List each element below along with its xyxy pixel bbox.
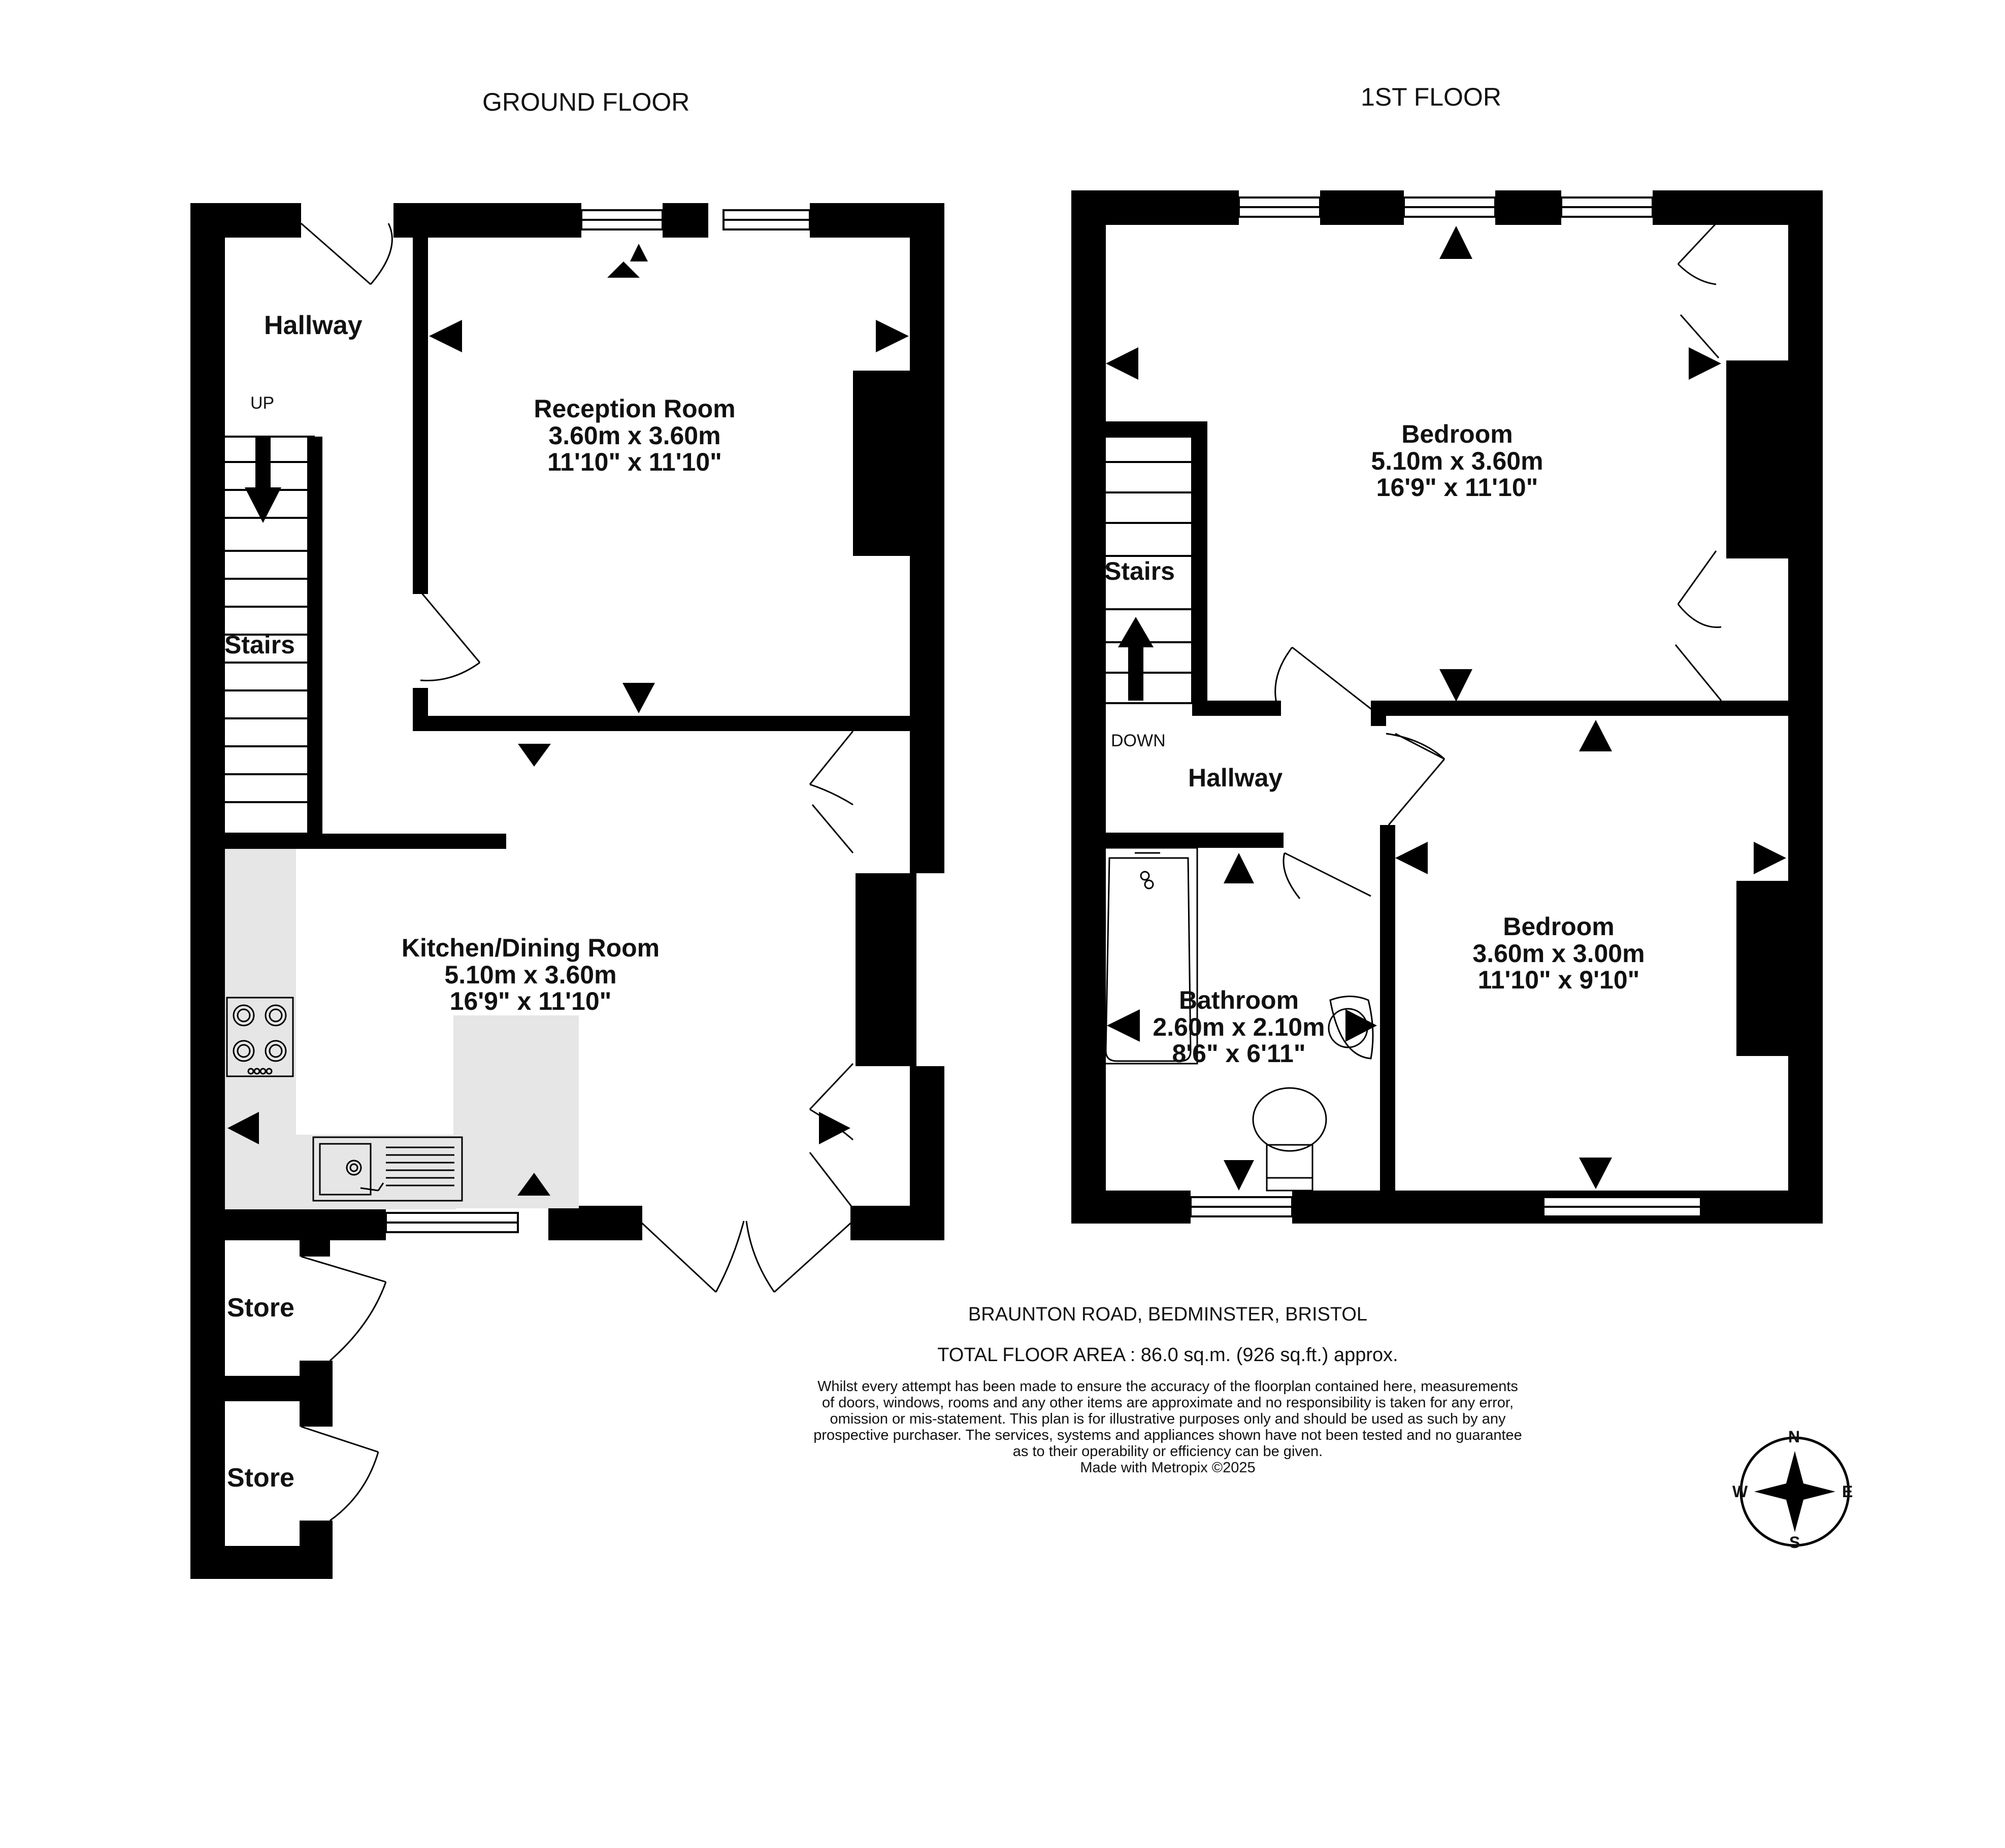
- first-stairs: [1091, 436, 1193, 704]
- property-address: BRAUNTON ROAD, BEDMINSTER, BRISTOL: [968, 1304, 1368, 1325]
- ground-stairs-label: Stairs: [224, 631, 295, 659]
- disclaimer-line-2: of doors, windows, rooms and any other i…: [821, 1395, 1514, 1411]
- ground-stairs-arrow: [245, 437, 281, 523]
- kitchen-worktops: [225, 849, 579, 1209]
- reception-room-name: Reception Room: [534, 394, 736, 423]
- up-label: UP: [250, 393, 275, 413]
- kitchen-dining-imperial: 16'9" x 11'10": [449, 987, 612, 1015]
- store-1-label: Store: [227, 1293, 294, 1323]
- windows: [385, 196, 1702, 1233]
- bedroom-2-imperial: 11'10" x 9'10": [1477, 966, 1640, 994]
- compass-south: S: [1789, 1533, 1800, 1552]
- bathroom-imperial: 8'6" x 6'11": [1172, 1039, 1306, 1068]
- made-with-credit: Made with Metropix ©2025: [1080, 1460, 1256, 1476]
- compass-east: E: [1842, 1482, 1853, 1501]
- compass-rose: [1739, 1436, 1850, 1547]
- bedroom-1-name: Bedroom: [1401, 420, 1513, 448]
- disclaimer-line-4: prospective purchaser. The services, sys…: [813, 1427, 1522, 1443]
- disclaimer-line-1: Whilst every attempt has been made to en…: [817, 1378, 1518, 1395]
- total-floor-area: TOTAL FLOOR AREA : 86.0 sq.m. (926 sq.ft…: [937, 1344, 1398, 1366]
- down-label: DOWN: [1111, 731, 1166, 750]
- compass-north: N: [1788, 1428, 1800, 1446]
- kitchen-dining-name: Kitchen/Dining Room: [401, 934, 660, 962]
- compass-west: W: [1732, 1482, 1748, 1501]
- hob: [226, 997, 294, 1077]
- bathroom-name: Bathroom: [1178, 986, 1299, 1014]
- first-hallway-label: Hallway: [1188, 764, 1283, 792]
- first-stairs-arrow: [1118, 617, 1154, 701]
- kitchen-dining-metric: 5.10m x 3.60m: [444, 961, 617, 989]
- first-stairs-label: Stairs: [1104, 557, 1175, 585]
- sink: [312, 1136, 463, 1202]
- dimension-markers: [227, 226, 1786, 1196]
- disclaimer-line-3: omission or mis-statement. This plan is …: [830, 1411, 1506, 1427]
- bathroom-metric: 2.60m x 2.10m: [1153, 1013, 1325, 1041]
- bedroom-2-name: Bedroom: [1503, 912, 1615, 941]
- toilet: [1252, 1087, 1327, 1192]
- ground-hallway-label: Hallway: [264, 311, 363, 340]
- reception-room-metric: 3.60m x 3.60m: [548, 421, 721, 450]
- ground-floor-title: GROUND FLOOR: [482, 88, 690, 116]
- bath: [1097, 847, 1198, 1065]
- store-2-label: Store: [227, 1463, 294, 1493]
- bedroom-1-metric: 5.10m x 3.60m: [1371, 447, 1543, 475]
- first-floor-walls: [1071, 190, 1823, 1224]
- reception-room-imperial: 11'10" x 11'10": [547, 448, 722, 476]
- disclaimer-line-5: as to their operability or efficiency ca…: [1012, 1443, 1323, 1460]
- bedroom-1-imperial: 16'9" x 11'10": [1376, 473, 1538, 502]
- first-floor-title: 1ST FLOOR: [1361, 83, 1501, 111]
- bedroom-2-metric: 3.60m x 3.00m: [1472, 939, 1645, 968]
